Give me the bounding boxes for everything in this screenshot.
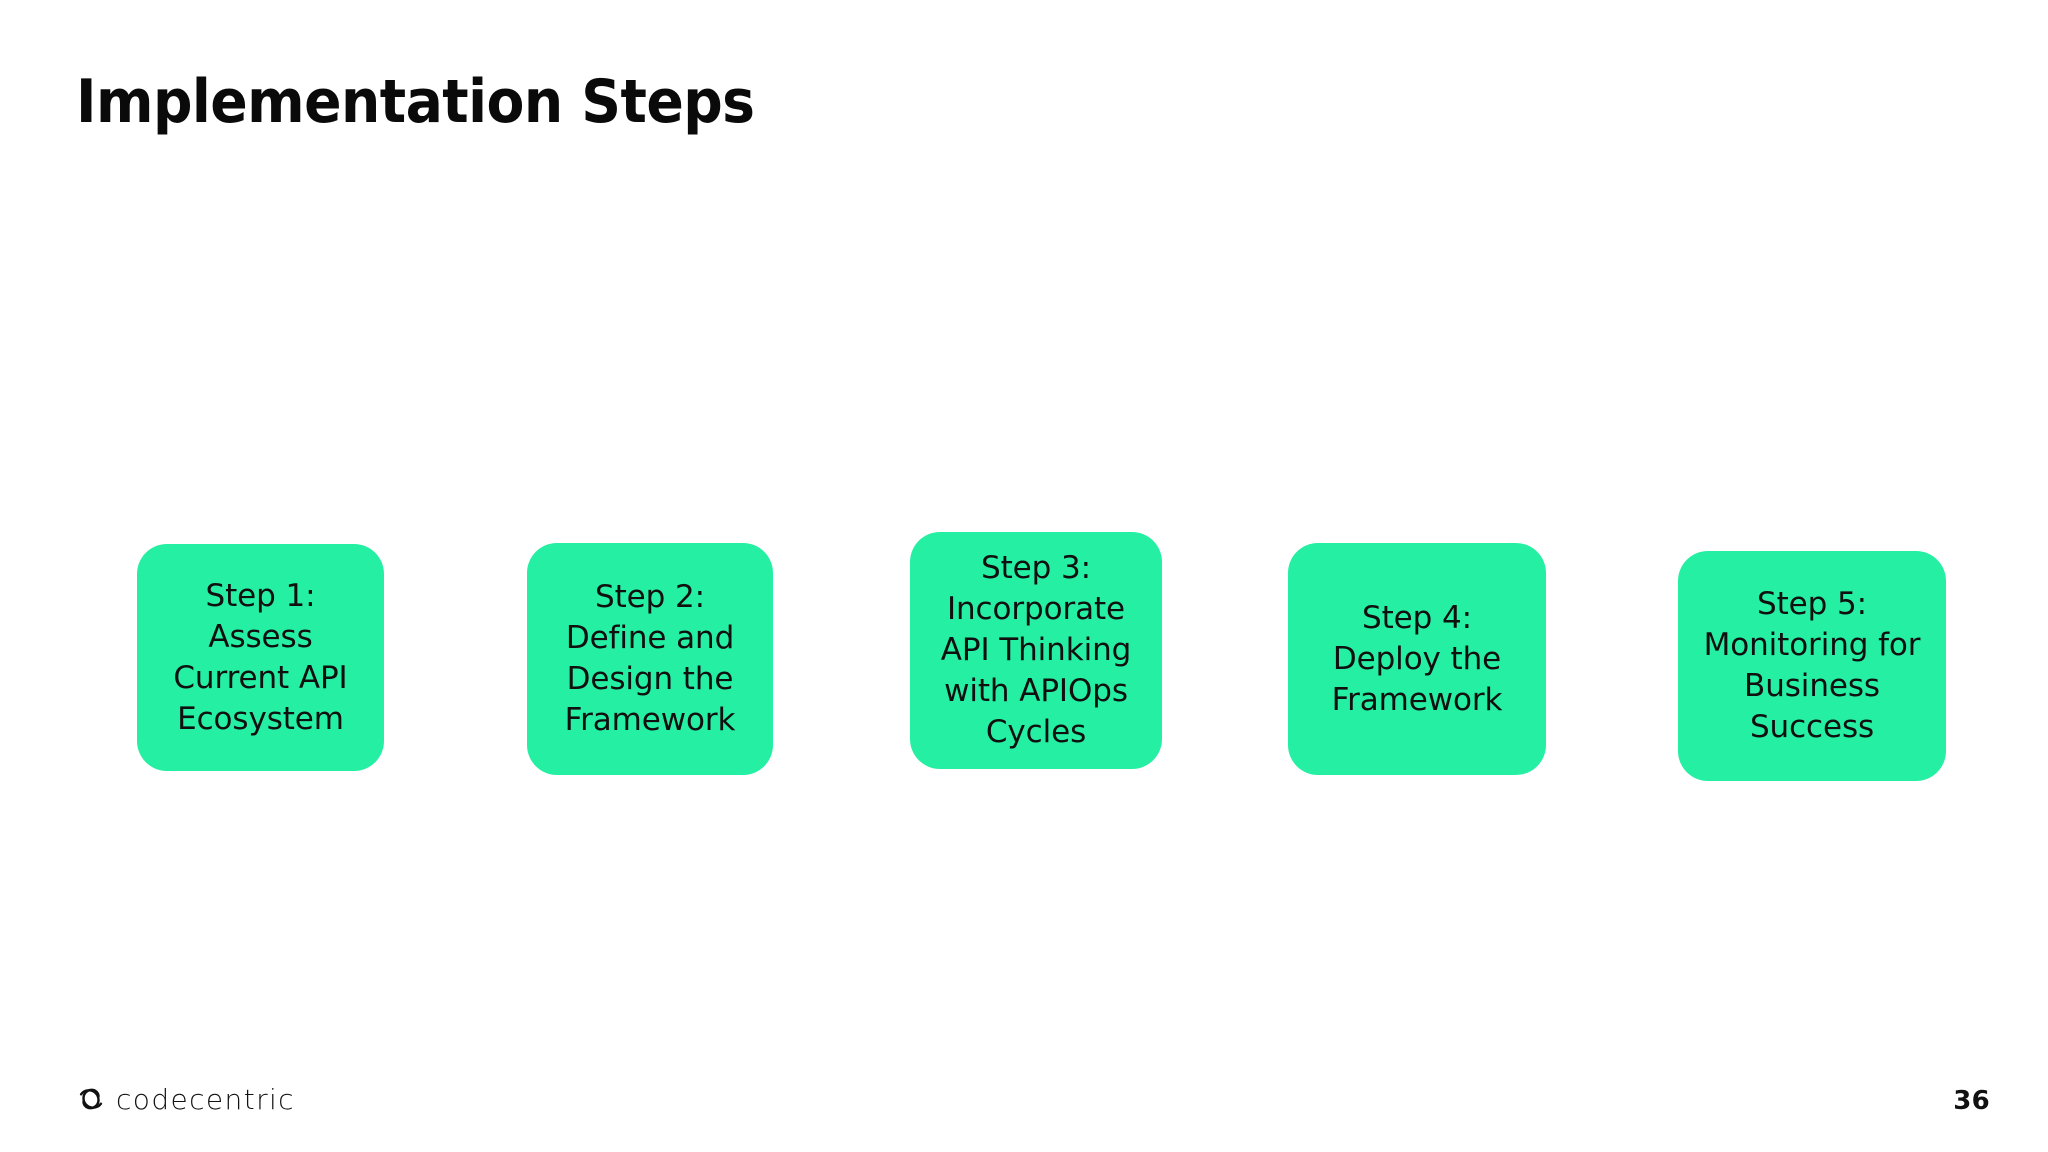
step-card-1[interactable]: Step 1: Assess Current API Ecosystem (137, 544, 384, 771)
step-card-3[interactable]: Step 3: Incorporate API Thinking with AP… (910, 532, 1162, 769)
footer-logo: codecentric (76, 1082, 295, 1116)
step-card-1-label: Step 1: Assess Current API Ecosystem (173, 577, 348, 737)
step-card-4[interactable]: Step 4: Deploy the Framework (1288, 543, 1546, 775)
step-card-2[interactable]: Step 2: Define and Design the Framework (527, 543, 773, 775)
step-card-5-label: Step 5: Monitoring for Business Success (1703, 586, 1921, 745)
step-card-3-label: Step 3: Incorporate API Thinking with AP… (940, 550, 1132, 750)
step-card-2-label: Step 2: Define and Design the Framework (564, 579, 736, 738)
step-card-4-label: Step 4: Deploy the Framework (1331, 599, 1503, 718)
codecentric-logo-icon (79, 1088, 103, 1110)
codecentric-wordmark: codecentric (116, 1083, 295, 1116)
page-number: 36 (1953, 1086, 1990, 1116)
step-card-5[interactable]: Step 5: Monitoring for Business Success (1678, 551, 1946, 781)
page-title: Implementation Steps (76, 67, 755, 137)
